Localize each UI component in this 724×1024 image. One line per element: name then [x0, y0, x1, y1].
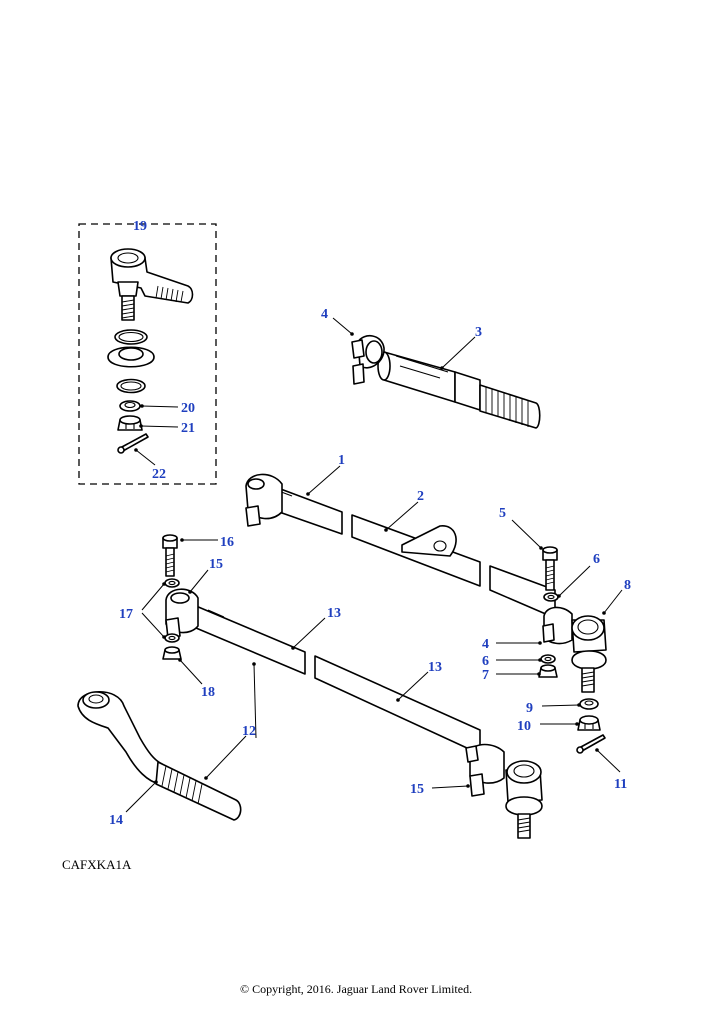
- callout-19: 19: [133, 219, 147, 234]
- callout-15-lower: 15: [410, 782, 424, 797]
- clamp-4-top: [351, 335, 385, 385]
- copyright-notice: © Copyright, 2016. Jaguar Land Rover Lim…: [240, 982, 472, 996]
- track-rod-13: [165, 588, 505, 797]
- callout-3: 3: [475, 325, 482, 340]
- repair-kit-inset: [78, 223, 217, 485]
- washer-17-bottom: [164, 633, 180, 643]
- ball-joint-lower: [505, 760, 543, 839]
- callout-4-top: 4: [321, 307, 328, 322]
- washer-9: [579, 698, 599, 710]
- washer-6-top: [543, 592, 559, 602]
- washer-17-top: [164, 578, 180, 588]
- tie-rod-end-14: [77, 691, 242, 821]
- callout-6-top: 6: [593, 552, 600, 567]
- callout-12: 12: [242, 724, 256, 739]
- nut-18: [162, 646, 182, 660]
- ball-joint-8: [571, 615, 607, 693]
- callout-21: 21: [181, 421, 195, 436]
- callout-20: 20: [181, 401, 195, 416]
- washer-20: [119, 400, 141, 412]
- callout-13-upper: 13: [327, 606, 341, 621]
- callout-8: 8: [624, 578, 631, 593]
- dust-boot: [107, 346, 155, 368]
- callout-4-lower: 4: [482, 637, 489, 652]
- drag-link-1: [245, 473, 573, 645]
- diagram-reference-code: CAFXKA1A: [62, 857, 132, 872]
- seal-ring-lower: [116, 378, 146, 394]
- split-pin-22: [117, 433, 149, 454]
- callout-16: 16: [220, 535, 234, 550]
- bolt-16: [162, 534, 178, 577]
- seal-ring-upper: [114, 329, 148, 345]
- callout-17: 17: [119, 607, 133, 622]
- callout-15-top: 15: [209, 557, 223, 572]
- castle-nut-21: [117, 415, 143, 431]
- callout-22: 22: [152, 467, 166, 482]
- ball-joint-end-19: [110, 248, 194, 321]
- callout-2: 2: [417, 489, 424, 504]
- callout-18: 18: [201, 685, 215, 700]
- callout-5: 5: [499, 506, 506, 521]
- adjuster-tube-3: [377, 351, 541, 429]
- castle-nut-10: [577, 715, 601, 731]
- callout-14: 14: [109, 813, 123, 828]
- callout-7: 7: [482, 668, 489, 683]
- split-pin-11: [576, 734, 606, 754]
- callout-1: 1: [338, 453, 345, 468]
- callout-11: 11: [614, 777, 627, 792]
- callout-13-lower: 13: [428, 660, 442, 675]
- callout-10: 10: [517, 719, 531, 734]
- bolt-5: [542, 546, 558, 591]
- washer-6-lower: [540, 654, 556, 664]
- callout-6-lower: 6: [482, 654, 489, 669]
- nut-7: [538, 664, 558, 678]
- callout-9: 9: [526, 701, 533, 716]
